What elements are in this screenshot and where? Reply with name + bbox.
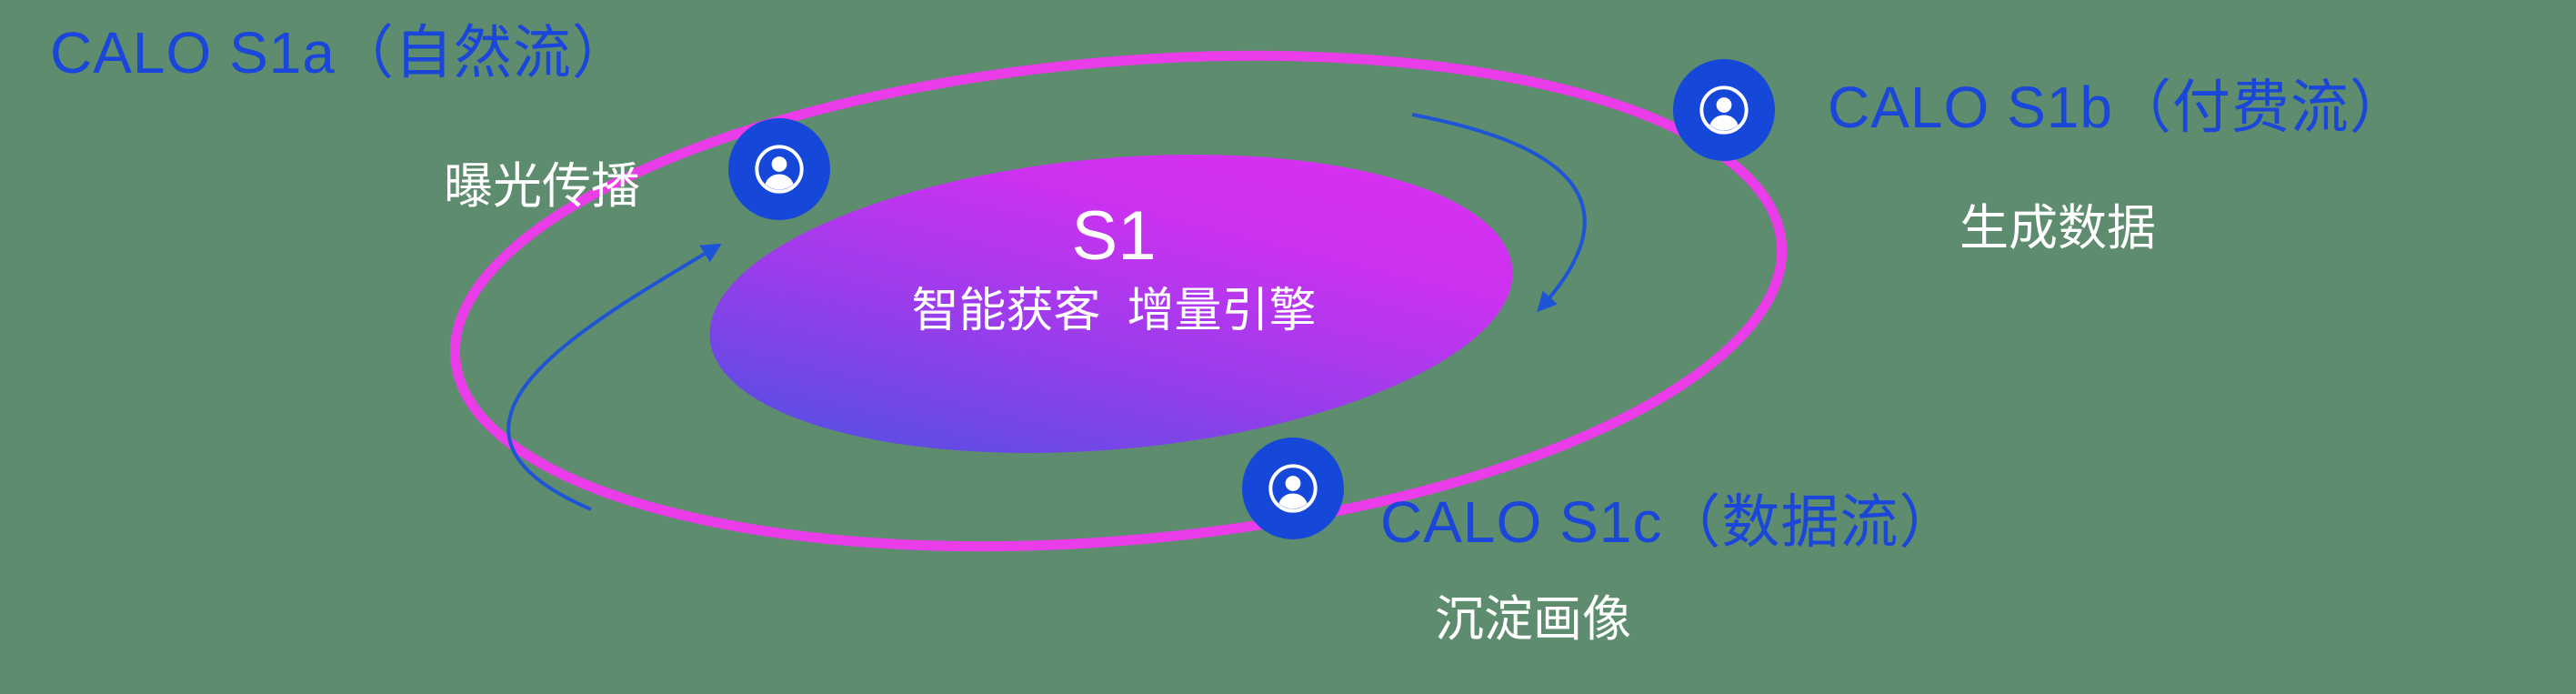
label-s1a: CALO S1a（自然流） <box>50 20 631 85</box>
label-s1c: CALO S1c（数据流） <box>1380 489 1959 555</box>
sublabel-s1c: 沉淀画像 <box>1435 592 1631 647</box>
core-ellipse <box>709 154 1513 454</box>
orbit-ring <box>449 50 1788 552</box>
sublabel-s1b: 生成数据 <box>1960 201 2156 256</box>
user-in-circle-icon <box>1268 464 1318 513</box>
user-in-circle-icon <box>755 145 804 194</box>
sublabel-s1a: 曝光传播 <box>444 159 640 214</box>
node-s1c <box>1242 438 1344 539</box>
user-in-circle-icon <box>1699 85 1749 135</box>
flow-arrow-left <box>506 243 722 511</box>
label-s1b: CALO S1b（付费流） <box>1828 75 2409 140</box>
core-title: S1 <box>1071 197 1157 275</box>
core-text: S1 智能获客 增量引擎 <box>912 198 1317 337</box>
node-s1a <box>728 118 830 220</box>
flow-arrow-right <box>1411 113 1587 313</box>
node-s1b <box>1673 59 1775 161</box>
core-subtitle: 智能获客 增量引擎 <box>911 284 1317 337</box>
